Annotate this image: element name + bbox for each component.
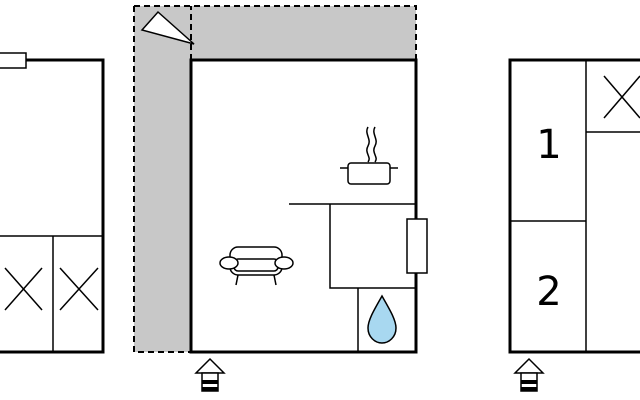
- terrace-flag-icon: [140, 10, 195, 45]
- bed-cross-icon: [4, 267, 43, 311]
- room-label-bedroom-1: 1: [536, 122, 561, 168]
- right-unit-walls: [508, 58, 640, 354]
- left-unit-walls: [0, 58, 105, 354]
- middle-unit-walls: [189, 58, 418, 354]
- right-unit: 1 2: [508, 58, 640, 392]
- wall-light-icon: [0, 52, 27, 69]
- cooking-pot-icon: [340, 126, 398, 185]
- room-label-bedroom-2: 2: [536, 269, 561, 315]
- entrance-arrow-icon: [194, 357, 226, 392]
- terrace-dashed-border: [133, 5, 417, 353]
- left-unit: [0, 52, 105, 354]
- sofa-icon: [219, 246, 294, 286]
- bed-cross-icon: [603, 75, 640, 119]
- water-drop-icon: [367, 294, 397, 344]
- kitchen-inner-wall: [329, 204, 416, 289]
- bed-cross-icon: [59, 267, 99, 311]
- entrance-arrow-icon: [513, 357, 545, 392]
- wall-cabinet-icon: [406, 218, 428, 274]
- middle-unit: [133, 5, 428, 392]
